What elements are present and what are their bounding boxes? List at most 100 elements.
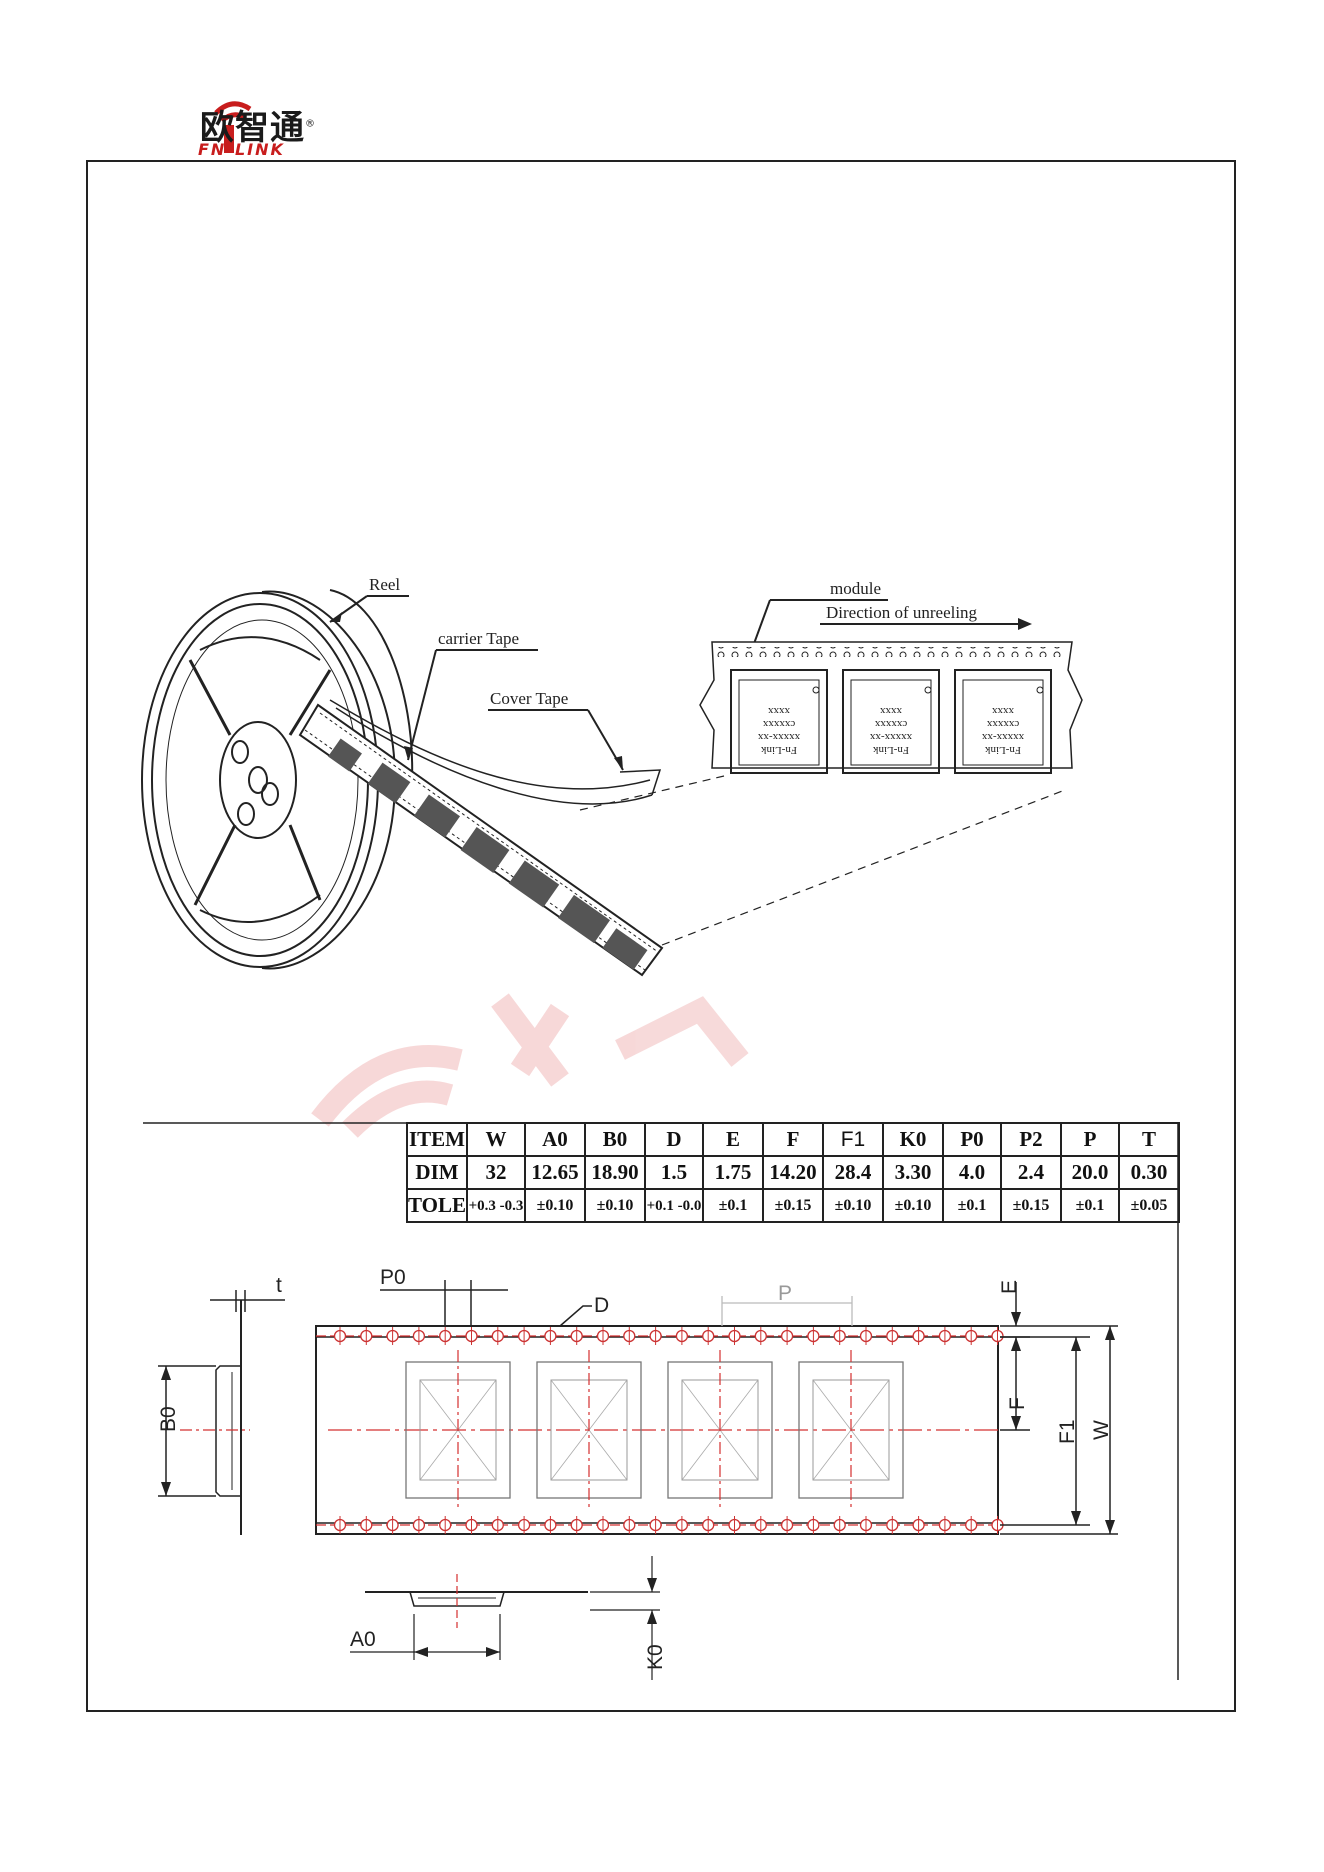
table-cell: 12.65: [523, 1155, 586, 1190]
table-cell: P2: [999, 1122, 1062, 1157]
table-cell: 32: [465, 1155, 526, 1190]
registered-mark: ®: [305, 118, 316, 130]
table-cell: DIM: [406, 1155, 468, 1190]
pocket: [667, 1350, 773, 1510]
p-dimension: [721, 1296, 853, 1326]
table-cell: ±0.10: [881, 1188, 944, 1223]
f1-label: F1: [1056, 1419, 1079, 1444]
reel: [141, 589, 414, 970]
table-cell: ±0.1: [1059, 1188, 1120, 1223]
table-cell: 14.20: [761, 1155, 824, 1190]
arrowhead: [486, 1647, 500, 1657]
table-cell: ITEM: [406, 1122, 468, 1157]
table-cell: ±0.15: [761, 1188, 824, 1223]
marking-line-2: cxxxxx: [762, 718, 795, 730]
marking-line-1: xxxx: [768, 705, 791, 717]
table-cell: ±0.10: [523, 1188, 586, 1223]
brand-name-text: 欧智通: [200, 108, 305, 148]
tape-top-view: [315, 1325, 1004, 1535]
watermark: [311, 993, 749, 1138]
table-cell: ±0.1: [701, 1188, 764, 1223]
table-cell: 4.0: [941, 1155, 1002, 1190]
cover-tape-label: Cover Tape: [490, 689, 568, 708]
table-cell: B0: [583, 1122, 646, 1157]
table-cell: D: [643, 1122, 704, 1157]
table-cell: 1.75: [701, 1155, 764, 1190]
projection-lines: [579, 775, 1066, 946]
d-leader: [559, 1305, 592, 1327]
arrowhead: [414, 1647, 428, 1657]
marking-line-1: xxxx: [880, 705, 903, 717]
table-cell: T: [1117, 1122, 1180, 1157]
marking-line-1: xxxx: [992, 705, 1015, 717]
table-cell: ±0.05: [1117, 1188, 1180, 1223]
arrowhead: [647, 1610, 657, 1624]
table-cell: TOLE: [406, 1188, 468, 1223]
carrier-tape-label: carrier Tape: [438, 629, 519, 648]
module-label: module: [830, 579, 881, 598]
marking-line-4: Fn-Link: [872, 744, 909, 756]
table-cell: ±0.15: [999, 1188, 1062, 1223]
document-frame: [86, 160, 1236, 1712]
table-cell: 1.5: [643, 1155, 704, 1190]
pocket: [536, 1350, 642, 1510]
brand-subtitle: FN-LINK: [198, 140, 285, 159]
table-cell: 2.4: [999, 1155, 1062, 1190]
marking-line-3: xxxxx-xx: [869, 731, 912, 743]
tape-pockets: [328, 738, 648, 970]
cross-section: [350, 1556, 660, 1680]
callout-leaders: [329, 595, 1020, 771]
b0-dimension: [158, 1365, 216, 1497]
brand-name: 欧智通®: [200, 100, 316, 149]
reel-label: Reel: [369, 575, 400, 594]
tape-spec-table: ITEM W A0 B0 D E F F1 K0 P0 P2 P T DIM 3…: [406, 1122, 1180, 1223]
pocket: [405, 1350, 511, 1510]
table-cell: 18.90: [583, 1155, 646, 1190]
side-profile: [215, 1300, 242, 1535]
p0-label: P0: [380, 1266, 406, 1289]
table-cell: F1: [821, 1122, 884, 1157]
carrier-tape: [298, 703, 664, 977]
marking-line-4: Fn-Link: [760, 744, 797, 756]
arrowhead: [161, 1482, 171, 1496]
table-cell: ±0.10: [583, 1188, 646, 1223]
sprocket-holes-bottom: [333, 1516, 1004, 1534]
marking-line-2: cxxxxx: [874, 718, 907, 730]
table-cell: +0.3 -0.3: [465, 1188, 526, 1223]
table-row-header: ITEM W A0 B0 D E F F1 K0 P0 P2 P T: [406, 1122, 1180, 1157]
table-cell: E: [701, 1122, 764, 1157]
t-dimension: [210, 1290, 285, 1312]
marking-line-2: cxxxxx: [986, 718, 1019, 730]
table-cell: K0: [881, 1122, 944, 1157]
table-cell: P0: [941, 1122, 1002, 1157]
marking-line-3: xxxxx-xx: [757, 731, 800, 743]
b0-label: B0: [157, 1406, 180, 1432]
arrowhead: [161, 1366, 171, 1380]
arrowhead: [647, 1578, 657, 1592]
right-arrowheads: [1011, 1312, 1115, 1534]
table-cell: 3.30: [881, 1155, 944, 1190]
p-label: P: [778, 1282, 792, 1305]
table-cell: ±0.1: [941, 1188, 1002, 1223]
a0-label: A0: [350, 1628, 376, 1651]
e-label: E: [998, 1280, 1021, 1294]
table-cell: 0.30: [1117, 1155, 1180, 1190]
table-cell: W: [465, 1122, 526, 1157]
table-cell: P: [1059, 1122, 1120, 1157]
table-cell: 28.4: [821, 1155, 884, 1190]
right-dimensions: [1000, 1282, 1118, 1535]
table-row-tole: TOLE +0.3 -0.3 ±0.10 ±0.10 +0.1 -0.0 ±0.…: [406, 1188, 1180, 1223]
direction-label: Direction of unreeling: [826, 603, 978, 622]
d-label: D: [594, 1294, 609, 1317]
f-label: F: [1006, 1397, 1029, 1410]
marking-line-3: xxxxx-xx: [981, 731, 1024, 743]
table-cell: F: [761, 1122, 824, 1157]
cover-tape: [329, 699, 662, 805]
tape-detail: xxxx cxxxxx xxxxx-xx Fn-Link xxxx cxxxxx…: [699, 641, 1083, 774]
k0-label: K0: [644, 1644, 667, 1670]
table-row-dim: DIM 32 12.65 18.90 1.5 1.75 14.20 28.4 3…: [406, 1155, 1180, 1190]
sprocket-holes-top: [333, 1327, 1004, 1345]
t-label: t: [276, 1274, 282, 1297]
table-cell: +0.1 -0.0: [643, 1188, 704, 1223]
table-cell: 20.0: [1059, 1155, 1120, 1190]
